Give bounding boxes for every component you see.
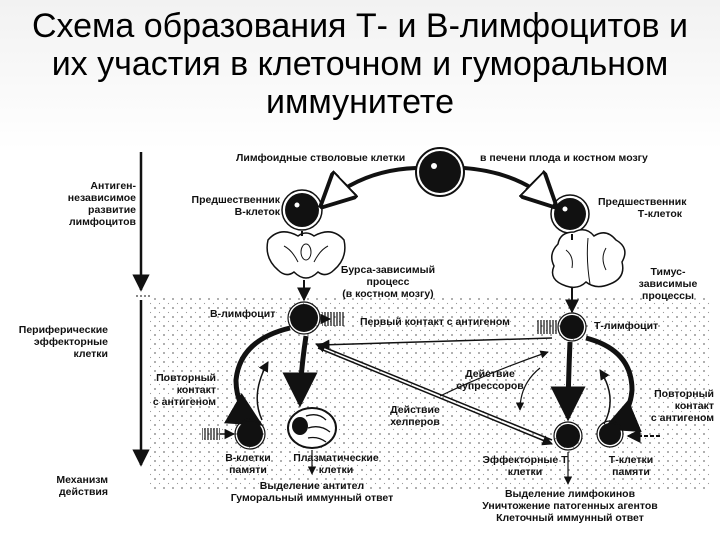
b-lymphocyte-cell (287, 301, 321, 335)
page-title-line-3: иммунитете (266, 83, 454, 121)
arrow-stem-to-t-precursor (463, 166, 555, 206)
thymus-organ-icon (551, 229, 626, 289)
effector-t-cell (553, 421, 583, 451)
t-memory-cell (596, 420, 624, 448)
label-humoral-effect: Выделение антител Гуморальный иммунный о… (230, 480, 394, 504)
arrow-suppressor-to-t (439, 350, 549, 397)
label-b-precursor: Предшественник В-клеток (191, 194, 280, 218)
b-loop-right (282, 335, 318, 408)
arrow-t-to-b-cross (317, 347, 553, 446)
stem-cell (415, 147, 465, 197)
title-band: Схема образования Т- и В-лимфоцитов и их… (0, 0, 720, 150)
label-peripheral-cells: Периферические эффекторные клетки (18, 324, 108, 360)
b-precursor-cell (281, 189, 323, 231)
label-mechanism: Механизм действия (56, 474, 108, 498)
t-loop-left (550, 341, 586, 422)
antigen-burst-b-first (320, 312, 344, 326)
label-thymus-process: Тимус- зависимые процессы (638, 266, 698, 302)
label-stem-location: в печени плода и костном мозгу (480, 152, 648, 164)
b-memory-cell (234, 418, 266, 450)
arrow-suppressor (318, 337, 553, 350)
label-plasma-cells: Плазматические клетки (293, 452, 379, 476)
page-title-line-1: Схема образования Т- и В-лимфоцитов и (31, 7, 689, 45)
arrow-helper (315, 342, 553, 441)
label-t-precursor: Предшественник Т-клеток (598, 196, 687, 220)
label-repeat-contact-left: Повторный контакт с антигеном (152, 372, 216, 408)
label-stem-cells: Лимфоидные стволовые клетки (236, 152, 406, 164)
plasma-cell (287, 407, 337, 449)
label-first-contact: Первый контакт с антигеном (360, 316, 510, 328)
label-t-memory: Т-клетки памяти (608, 454, 654, 478)
label-effector-t: Эффекторные Т клетки (482, 454, 568, 478)
label-suppressor-action: Действие супрессоров (456, 368, 524, 392)
label-b-lymphocyte: В-лимфоцит (210, 308, 276, 320)
label-cellular-effect: Выделение лимфокинов Уничтожение патоген… (482, 488, 658, 524)
b-repeat-return (256, 361, 269, 421)
arrow-stem-to-b-precursor (322, 166, 417, 206)
t-precursor-cell (550, 194, 590, 234)
antigen-burst-t-first (536, 320, 558, 334)
label-repeat-contact-right: Повторный контакт с антигеном (650, 388, 714, 424)
label-bursa-process: Бурса-зависимый процесс (в костном мозгу… (340, 264, 436, 300)
t-lymphocyte-cell (557, 312, 587, 342)
label-antigen-independent: Антиген- независимое развитие лимфоцитов (67, 180, 136, 228)
label-t-lymphocyte: Т-лимфоцит (594, 320, 659, 332)
arrow-helper-to-b (515, 367, 541, 411)
b-loop-left (223, 325, 291, 427)
label-b-memory: В-клетки памяти (225, 452, 271, 476)
page-title-line-2: их участия в клеточном и гуморальном (51, 45, 669, 83)
t-repeat-return (599, 369, 611, 425)
antigen-burst-b-repeat (202, 428, 236, 440)
label-helper-action: Действие хелперов (390, 404, 440, 428)
t-loop-right (585, 335, 642, 433)
